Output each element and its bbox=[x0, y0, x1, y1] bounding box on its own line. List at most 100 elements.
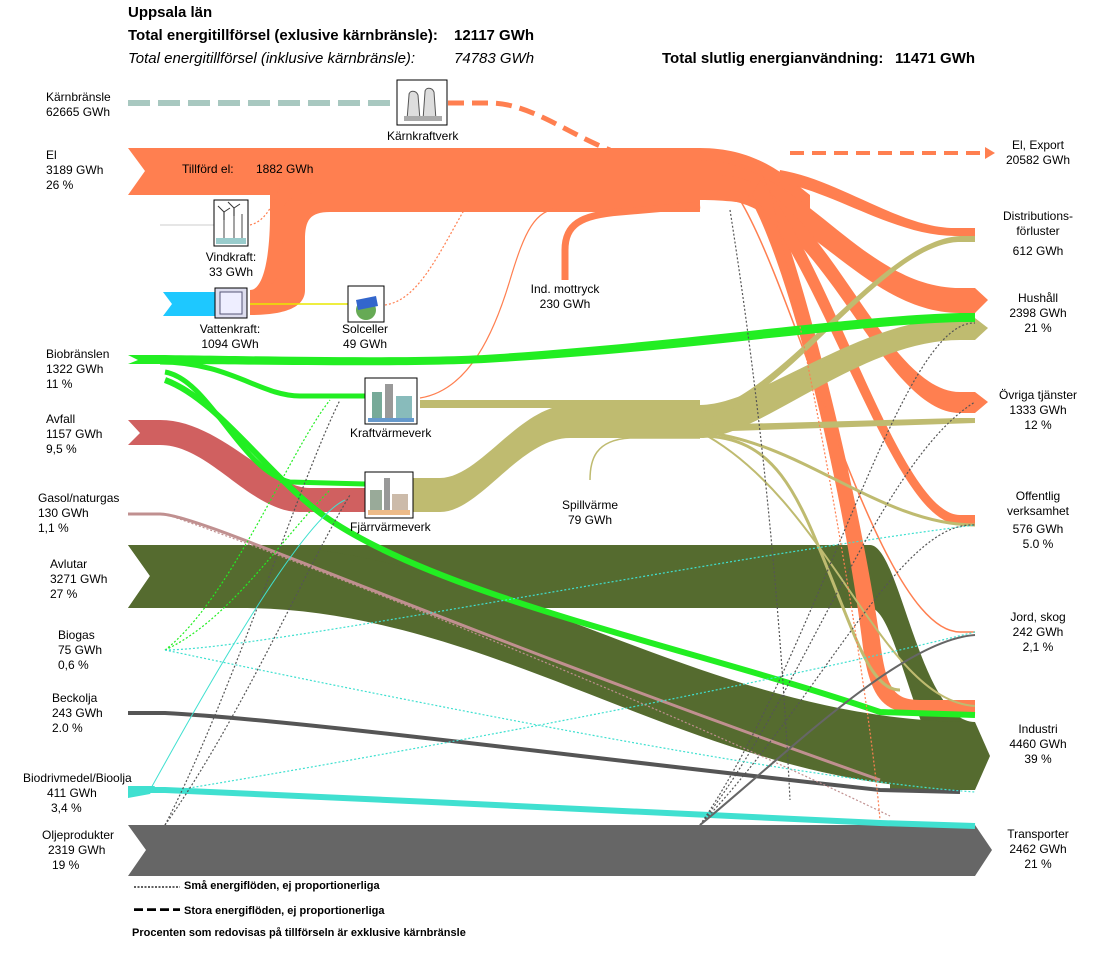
ind-mottryck-name: Ind. mottryck bbox=[530, 282, 600, 296]
ind-mottryck-label: Ind. mottryck 230 GWh bbox=[525, 282, 605, 312]
flow-bio-hushall bbox=[128, 313, 975, 366]
dest-name: El, Export bbox=[1011, 138, 1065, 152]
flow-gas-industri bbox=[128, 512, 881, 782]
flow-el-main bbox=[128, 148, 690, 300]
vattenkraft-name: Vattenkraft: bbox=[199, 322, 261, 336]
solceller-name: Solceller bbox=[341, 322, 389, 336]
dest-name: Jord, skog bbox=[1010, 610, 1066, 624]
source-name: Kärnbränsle bbox=[46, 90, 111, 104]
dest-value: 1333 GWh bbox=[1009, 403, 1067, 417]
flow-fjv-heat bbox=[410, 318, 988, 512]
dest-hushall: Hushåll 2398 GWh 21 % bbox=[978, 291, 1098, 336]
tillford-el-value: 1882 GWh bbox=[256, 162, 314, 176]
source-karnbransle: Kärnbränsle 62665 GWh bbox=[46, 90, 111, 120]
flow-olja-jord bbox=[699, 634, 976, 826]
supply-excl-value: 12117 GWh bbox=[454, 27, 535, 44]
dest-value: 20582 GWh bbox=[1005, 153, 1071, 167]
dest-value: 242 GWh bbox=[1012, 625, 1064, 639]
dest-name: Övriga tjänster bbox=[998, 388, 1078, 402]
flow-ind-mottryck bbox=[561, 201, 701, 280]
source-avfall: Avfall 1157 GWh 9,5 % bbox=[46, 412, 102, 457]
vindkraft-icon bbox=[213, 199, 249, 247]
dest-name: Transporter bbox=[1007, 827, 1069, 841]
source-oljeprodukter: Oljeprodukter 2319 GWh 19 % bbox=[42, 828, 114, 873]
industri-arrow-tail bbox=[890, 722, 990, 790]
fjarrvarmeverk-label: Fjärrvärmeverk bbox=[350, 520, 431, 534]
source-gasol: Gasol/naturgas 130 GWh 1,1 % bbox=[38, 491, 119, 536]
region-title: Uppsala län bbox=[128, 4, 213, 21]
fjarrvarmeverk-icon bbox=[364, 471, 414, 519]
karnkraftverk-label: Kärnkraftverk bbox=[387, 129, 459, 143]
dest-share: 21 % bbox=[1024, 321, 1052, 335]
source-biodrivmedel: Biodrivmedel/Bioolja 411 GWh 3,4 % bbox=[23, 771, 132, 816]
dest-el-export: El, Export 20582 GWh bbox=[978, 138, 1098, 168]
dest-value: 612 GWh bbox=[1012, 244, 1064, 258]
kraftvarmeverk-icon bbox=[364, 377, 418, 425]
flow-biodriv-transporter bbox=[128, 787, 976, 829]
solceller-value: 49 GWh bbox=[342, 337, 387, 351]
flow-bio-industri bbox=[163, 377, 976, 718]
flow-karnkraft-export bbox=[448, 100, 611, 153]
karnkraftverk-icon bbox=[396, 79, 448, 126]
spillvarme-value: 79 GWh bbox=[567, 513, 612, 527]
supply-incl-value: 74783 GWh bbox=[454, 50, 535, 67]
dest-industri: Industri 4460 GWh 39 % bbox=[978, 722, 1098, 767]
source-name: Avfall bbox=[46, 412, 76, 426]
flow-spillvarme bbox=[589, 437, 700, 481]
flow-el-jord bbox=[739, 199, 975, 633]
spillvarme-label: Spillvärme 79 GWh bbox=[555, 498, 625, 528]
dest-share: 2,1 % bbox=[1022, 640, 1054, 654]
kraftvarmeverk-label: Kraftvärmeverk bbox=[350, 426, 432, 440]
source-avlutar: Avlutar 3271 GWh 27 % bbox=[50, 557, 107, 602]
legend-large-flows: Stora energiflöden, ej proportionerliga bbox=[184, 905, 385, 917]
source-value: 130 GWh bbox=[38, 506, 89, 520]
vindkraft-value: 33 GWh bbox=[208, 265, 253, 279]
source-name: Avlutar bbox=[50, 557, 88, 571]
flow-biodriv-kvv bbox=[149, 499, 346, 791]
source-share: 11 % bbox=[46, 377, 73, 391]
flow-el-distr bbox=[778, 170, 975, 236]
source-share: 3,4 % bbox=[51, 801, 82, 815]
dest-name: Industri bbox=[1018, 722, 1058, 736]
dest-distributionsforluster: Distributions- förluster 612 GWh bbox=[978, 209, 1098, 259]
vattenkraft-label: Vattenkraft: 1094 GWh bbox=[190, 322, 270, 352]
final-use-label: Total slutlig energianvändning: bbox=[662, 50, 884, 67]
dest-transporter: Transporter 2462 GWh 21 % bbox=[978, 827, 1098, 872]
legend-small-flows: Små energiflöden, ej proportionerliga bbox=[184, 880, 380, 892]
flow-olja-transporter bbox=[128, 825, 992, 876]
dest-name: Offentlig verksamhet bbox=[1006, 489, 1070, 518]
export-arrowhead bbox=[985, 147, 995, 159]
flow-el-offentlig bbox=[752, 180, 975, 524]
source-value: 3271 GWh bbox=[50, 572, 108, 586]
source-value: 2319 GWh bbox=[48, 843, 106, 857]
ind-mottryck-value: 230 GWh bbox=[539, 297, 591, 311]
flow-kvv-el bbox=[419, 207, 561, 399]
supply-excl-label: Total energitillförsel (exlusive kärnbrä… bbox=[128, 27, 438, 44]
source-beckolja: Beckolja 243 GWh 2.0 % bbox=[52, 691, 103, 736]
vattenkraft-value: 1094 GWh bbox=[201, 337, 259, 351]
source-value: 1322 GWh bbox=[46, 362, 104, 376]
source-name: Biogas bbox=[58, 628, 95, 642]
flow-el-industri bbox=[745, 170, 975, 712]
source-el: El 3189 GWh 26 % bbox=[46, 148, 103, 193]
flow-vattenkraft bbox=[250, 193, 700, 315]
dest-value: 2398 GWh bbox=[1009, 306, 1067, 320]
source-share: 1,1 % bbox=[38, 521, 69, 535]
vattenkraft-icon bbox=[163, 287, 248, 319]
dest-ovriga-tjanster: Övriga tjänster 1333 GWh 12 % bbox=[978, 388, 1098, 433]
source-value: 62665 GWh bbox=[46, 105, 111, 119]
dest-share: 39 % bbox=[1024, 752, 1052, 766]
source-name: Oljeprodukter bbox=[42, 828, 115, 842]
source-share: 0,6 % bbox=[58, 658, 89, 672]
supply-incl-label: Total energitillförsel (inklusive kärnbr… bbox=[128, 50, 416, 67]
source-value: 75 GWh bbox=[58, 643, 103, 657]
flow-avlutar-industri-shape bbox=[128, 545, 975, 790]
source-value: 243 GWh bbox=[52, 706, 103, 720]
solceller-icon bbox=[347, 285, 385, 323]
flow-heat-jord bbox=[699, 431, 976, 707]
dest-value: 576 GWh bbox=[1012, 522, 1064, 536]
solceller-label: Solceller 49 GWh bbox=[330, 322, 400, 352]
vindkraft-name: Vindkraft: bbox=[205, 250, 257, 264]
flow-heat-industri bbox=[699, 434, 901, 692]
